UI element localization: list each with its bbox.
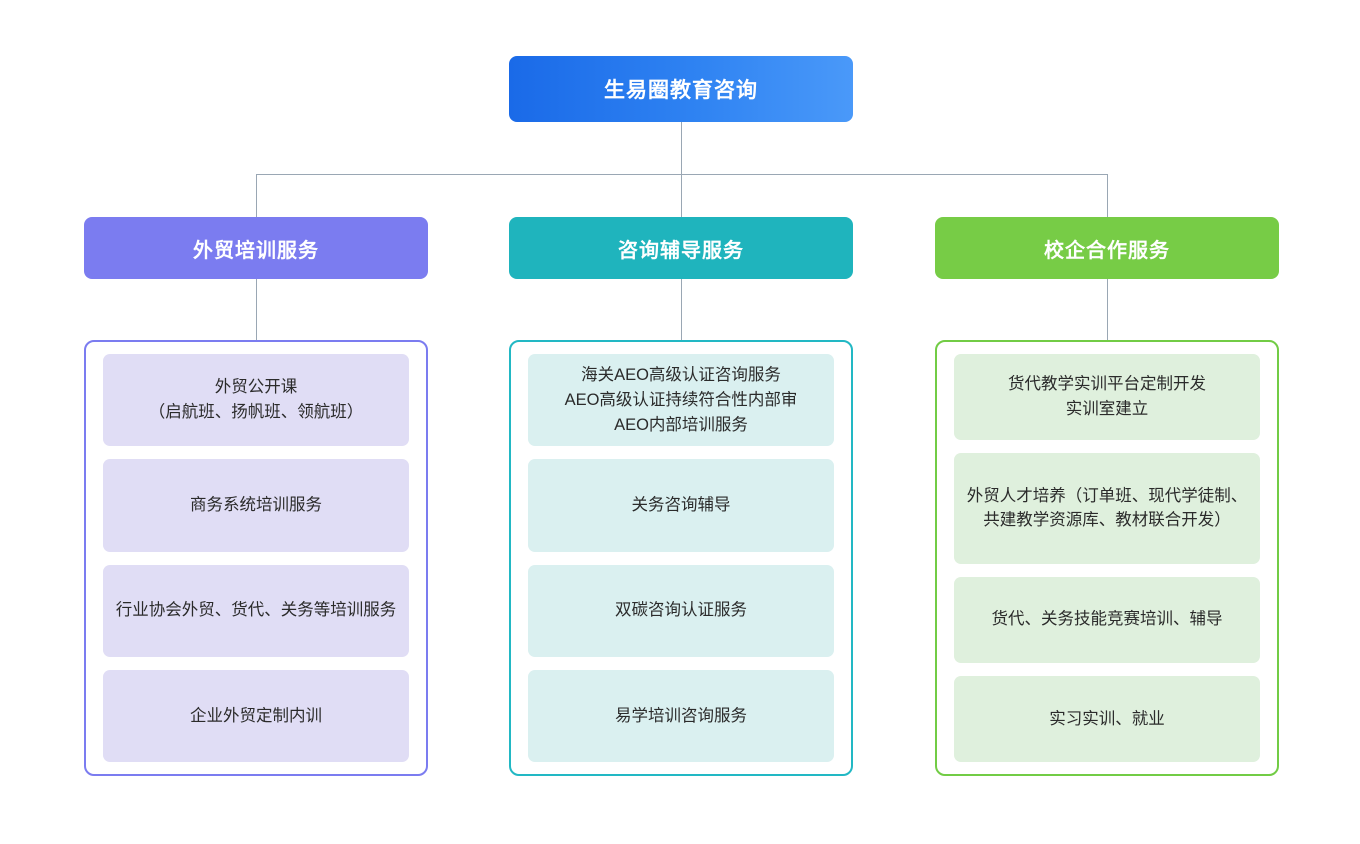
leaf-card[interactable]: 货代教学实训平台定制开发 实训室建立 bbox=[954, 354, 1260, 441]
leaf-card[interactable]: 外贸人才培养（订单班、现代学徒制、共建教学资源库、教材联合开发） bbox=[954, 453, 1260, 564]
branch-panel-training: 外贸公开课 （启航班、扬帆班、领航班） 商务系统培训服务 行业协会外贸、货代、关… bbox=[84, 340, 428, 776]
leaf-card[interactable]: 货代、关务技能竞赛培训、辅导 bbox=[954, 576, 1260, 663]
leaf-card[interactable]: 关务咨询辅导 bbox=[528, 459, 834, 552]
connector-header-2-to-panel bbox=[681, 279, 682, 340]
leaf-card[interactable]: 易学培训咨询服务 bbox=[528, 669, 834, 762]
leaf-card[interactable]: 企业外贸定制内训 bbox=[103, 669, 409, 762]
leaf-card[interactable]: 外贸公开课 （启航班、扬帆班、领航班） bbox=[103, 354, 409, 447]
branch-header-label: 校企合作服务 bbox=[1044, 239, 1170, 262]
leaf-card[interactable]: 实习实训、就业 bbox=[954, 675, 1260, 762]
branch-header-label: 咨询辅导服务 bbox=[618, 239, 744, 262]
connector-header-1-to-panel bbox=[256, 279, 257, 340]
branch-header-label: 外贸培训服务 bbox=[193, 239, 319, 262]
leaf-card[interactable]: 海关AEO高级认证咨询服务 AEO高级认证持续符合性内部审 AEO内部培训服务 bbox=[528, 354, 834, 447]
leaf-card[interactable]: 行业协会外贸、货代、关务等培训服务 bbox=[103, 564, 409, 657]
connector-branch-2-down bbox=[681, 174, 682, 217]
connector-branch-3-down bbox=[1107, 174, 1108, 217]
branch-header-consulting[interactable]: 咨询辅导服务 bbox=[509, 217, 853, 279]
leaf-card[interactable]: 双碳咨询认证服务 bbox=[528, 564, 834, 657]
connector-header-3-to-panel bbox=[1107, 279, 1108, 340]
branch-header-training[interactable]: 外贸培训服务 bbox=[84, 217, 428, 279]
branch-header-school-enterprise[interactable]: 校企合作服务 bbox=[935, 217, 1279, 279]
root-node[interactable]: 生易圈教育咨询 bbox=[509, 56, 853, 122]
branch-panel-consulting: 海关AEO高级认证咨询服务 AEO高级认证持续符合性内部审 AEO内部培训服务 … bbox=[509, 340, 853, 776]
root-node-label: 生易圈教育咨询 bbox=[604, 79, 758, 102]
connector-root-down bbox=[681, 122, 682, 174]
leaf-card[interactable]: 商务系统培训服务 bbox=[103, 459, 409, 552]
branch-panel-school-enterprise: 货代教学实训平台定制开发 实训室建立 外贸人才培养（订单班、现代学徒制、共建教学… bbox=[935, 340, 1279, 776]
connector-branch-1-down bbox=[256, 174, 257, 217]
